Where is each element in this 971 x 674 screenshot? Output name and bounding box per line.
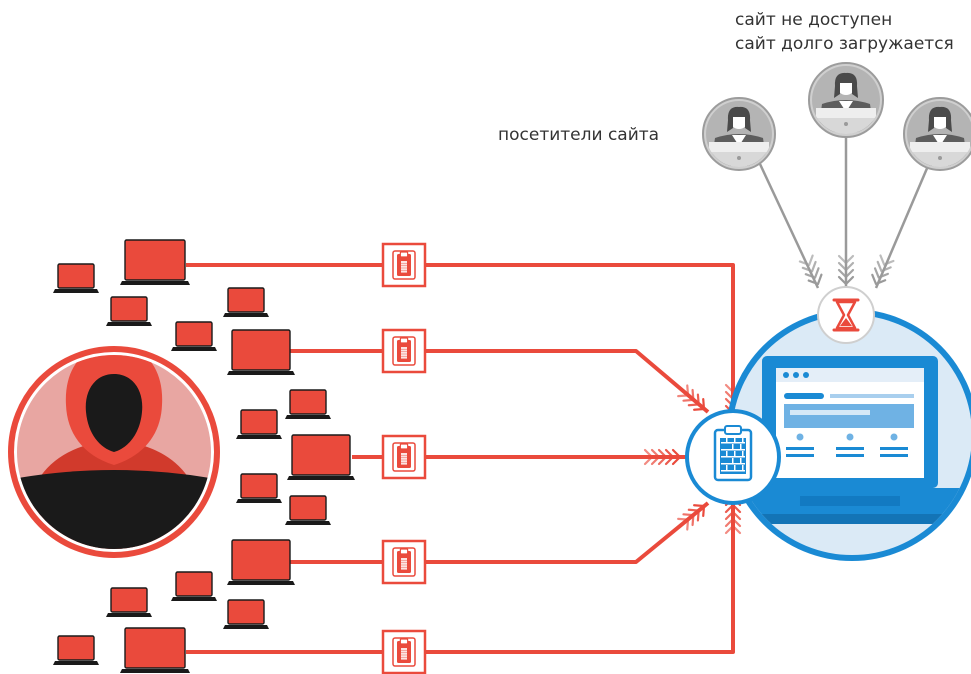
attack-line	[186, 486, 735, 654]
clipboard-icon	[392, 336, 416, 366]
arrow-chevron	[687, 393, 700, 407]
laptop-icon	[106, 296, 152, 326]
arrow-chevron	[724, 524, 742, 535]
request-packet	[381, 539, 427, 585]
arrow-chevron	[837, 275, 855, 286]
laptop-icon	[223, 287, 269, 317]
arrow-chevron	[876, 260, 892, 273]
request-packet	[381, 242, 427, 288]
laptop-icon	[227, 329, 295, 375]
attack-line	[186, 263, 735, 428]
user-icon	[702, 97, 776, 171]
arrow-chevron	[682, 388, 695, 402]
site-unavailable-text: сайт не доступен	[735, 10, 893, 30]
arrow-chevron	[724, 510, 742, 521]
user-icon	[808, 62, 884, 138]
arrow-chevron	[650, 448, 661, 466]
laptop-icon	[120, 627, 190, 673]
arrow-chevron	[664, 448, 675, 466]
clipboard-icon	[392, 442, 416, 472]
arrow-chevron	[682, 513, 695, 527]
site-status-caption: сайт не доступен сайт долго загружается	[735, 8, 954, 56]
laptop-icon	[120, 239, 190, 285]
arrow-chevron	[677, 384, 690, 398]
hooded-hacker-icon	[17, 355, 211, 549]
clipboard-icon	[392, 547, 416, 577]
laptop-icon	[53, 263, 99, 293]
request-packet	[381, 629, 427, 674]
arrow-chevron	[798, 254, 814, 266]
user-icon	[903, 97, 971, 171]
laptop-icon	[236, 473, 282, 503]
laptop-icon	[106, 587, 152, 617]
laptop-icon	[287, 434, 355, 480]
laptop-icon	[285, 389, 331, 419]
clipboard-icon	[392, 637, 416, 667]
laptop-icon	[53, 635, 99, 665]
arrow-chevron	[837, 268, 855, 279]
laptop-icon	[171, 321, 217, 351]
attack-line	[290, 501, 710, 564]
web-server-laptop-icon	[732, 356, 971, 524]
arrow-chevron	[657, 448, 668, 466]
visitor-arrow	[874, 165, 930, 289]
hourglass-icon	[817, 286, 875, 344]
arrow-chevron	[693, 398, 706, 411]
arrow-chevron	[837, 254, 855, 265]
arrow-chevron	[837, 261, 855, 272]
clipboard-icon	[392, 250, 416, 280]
visitor-arrow	[758, 163, 820, 289]
laptop-icon	[227, 539, 295, 585]
arrow-chevron	[671, 448, 682, 466]
laptop-icon	[171, 571, 217, 601]
arrow-chevron	[879, 254, 895, 266]
site-slow-text: сайт долго загружается	[735, 34, 954, 54]
laptop-icon	[236, 409, 282, 439]
arrow-chevron	[724, 517, 742, 528]
arrow-chevron	[677, 517, 690, 531]
arrow-chevron	[643, 448, 654, 466]
laptop-icon	[285, 495, 331, 525]
firewall-hub	[685, 409, 781, 505]
arrow-chevron	[693, 504, 706, 517]
arrow-chevron	[687, 508, 700, 522]
site-visitors-caption: посетители сайта	[498, 125, 660, 145]
arrow-chevron	[871, 273, 887, 286]
clipboard-icon	[713, 425, 753, 482]
arrow-chevron	[873, 267, 889, 279]
arrow-chevron	[807, 273, 823, 286]
attack-line	[290, 349, 710, 414]
request-packet	[381, 434, 427, 480]
arrow-chevron	[804, 267, 820, 279]
arrow-chevron	[801, 260, 817, 273]
laptop-icon	[223, 599, 269, 629]
request-packet	[381, 328, 427, 374]
